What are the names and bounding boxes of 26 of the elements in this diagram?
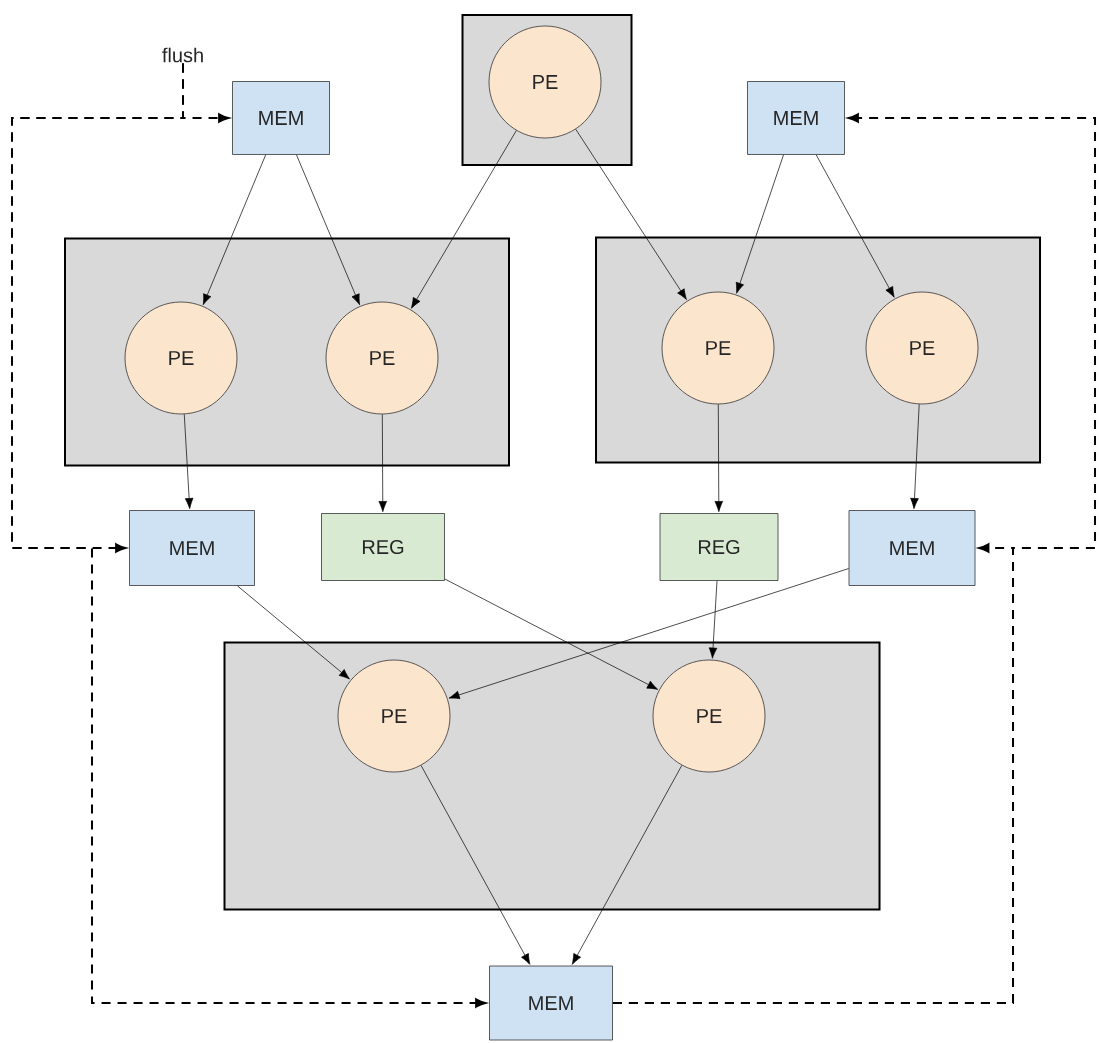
register-box: REG [659,513,779,581]
memory-box: MEM [232,81,330,155]
arrow [378,414,387,512]
arrow [815,154,895,298]
arrow [910,403,920,509]
arrow [714,404,724,512]
arrow [237,585,350,680]
flush-label: flush [162,47,203,63]
arrow [411,130,517,309]
arrow [296,154,360,306]
arrow [575,128,687,300]
arrow [183,413,194,509]
arrow [571,765,683,965]
memory-box: MEM [747,81,845,155]
register-box: REG [321,513,445,581]
arrow [420,765,531,965]
arrow [735,154,784,294]
arrow [444,578,658,690]
memory-box: MEM [848,510,976,586]
arrow [448,568,849,700]
arrow [708,580,718,659]
arrow [611,113,1096,1004]
memory-box: MEM [129,510,255,586]
memory-box: MEM [489,965,613,1041]
arrow [11,62,487,1008]
arrow [202,154,266,305]
